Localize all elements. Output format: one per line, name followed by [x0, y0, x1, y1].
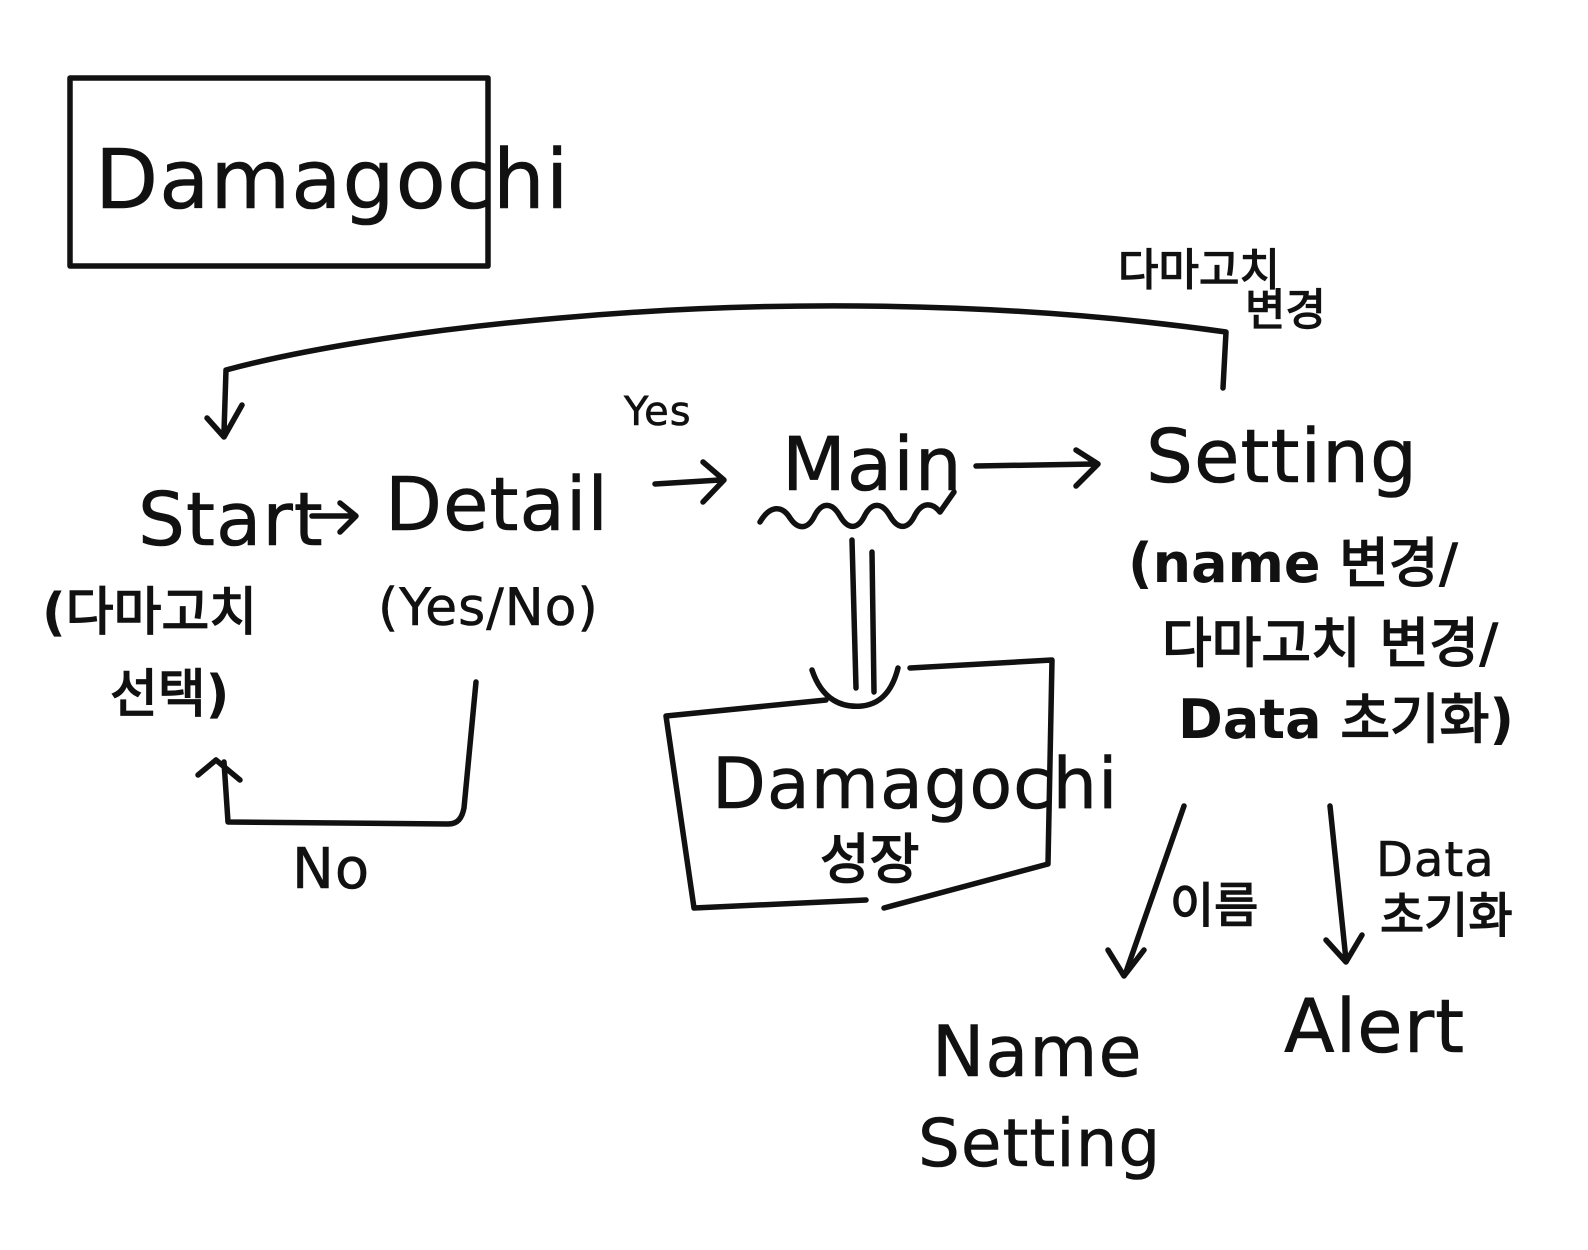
arrowhead-no: [195, 757, 243, 783]
node-detail-label: Detail: [385, 462, 609, 548]
edge-label-no: No: [292, 837, 370, 902]
node-detail-note: (Yes/No): [378, 578, 599, 638]
node-start-note-1: (다마고치: [42, 583, 257, 643]
edge-label-setting-start-2: 변경: [1245, 285, 1326, 336]
edge-label-yes: Yes: [623, 389, 692, 435]
edge-label-alert-2: 초기화: [1380, 888, 1512, 944]
node-alert-label: Alert: [1284, 984, 1465, 1070]
node-setting-note-2: 다마고치 변경/: [1162, 612, 1499, 675]
main-underline-wave: [757, 489, 957, 530]
node-start-label: Start: [138, 477, 324, 563]
edge-label-alert-1: Data: [1376, 832, 1495, 888]
edge-detail-to-main: [652, 459, 727, 505]
edge-start-to-detail: [309, 500, 359, 535]
edge-label-name: 이름: [1170, 878, 1258, 934]
title-text: Damagochi: [95, 133, 570, 228]
edge-main-to-growth: [809, 537, 901, 710]
edge-detail-to-start: [221, 679, 479, 827]
edge-label-setting-start-1: 다마고치: [1118, 245, 1280, 296]
edge-setting-to-start: [221, 303, 1229, 435]
node-growth-label-1: Damagochi: [712, 743, 1118, 825]
node-start-note-2: 선택): [110, 665, 229, 725]
node-growth-label-2: 성장: [820, 828, 919, 891]
node-setting-note-3: Data 초기화): [1178, 688, 1514, 751]
node-setting-note-1: (name 변경/: [1128, 532, 1459, 595]
node-main-label: Main: [782, 422, 963, 508]
growth-box: [663, 657, 1055, 911]
edge-setting-to-alert: [1323, 803, 1365, 965]
node-name-setting-label-2: Setting: [918, 1105, 1161, 1182]
title-box: [67, 75, 491, 269]
edge-setting-to-name: [1105, 803, 1187, 979]
node-setting-label: Setting: [1146, 414, 1418, 500]
arrowhead-to-start: [204, 402, 245, 440]
node-name-setting-label-1: Name: [932, 1011, 1143, 1093]
edge-main-to-setting: [973, 447, 1101, 489]
